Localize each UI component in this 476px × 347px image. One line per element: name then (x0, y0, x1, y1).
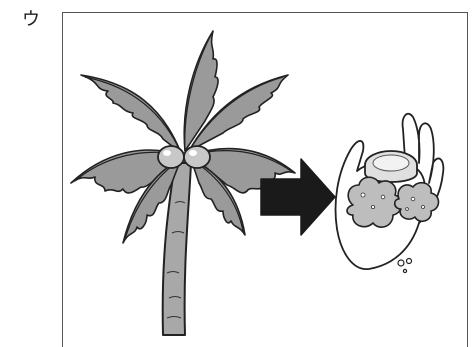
option-label: ウ (22, 11, 40, 29)
figure-frame (62, 12, 468, 347)
coconut (158, 146, 184, 168)
coconut (184, 146, 210, 168)
illustration (63, 13, 467, 347)
palm-frond (81, 75, 181, 153)
soap-foam (347, 177, 439, 227)
soap-bubbles (398, 259, 412, 273)
hands-holding-soap-with-foam-icon (336, 114, 444, 273)
